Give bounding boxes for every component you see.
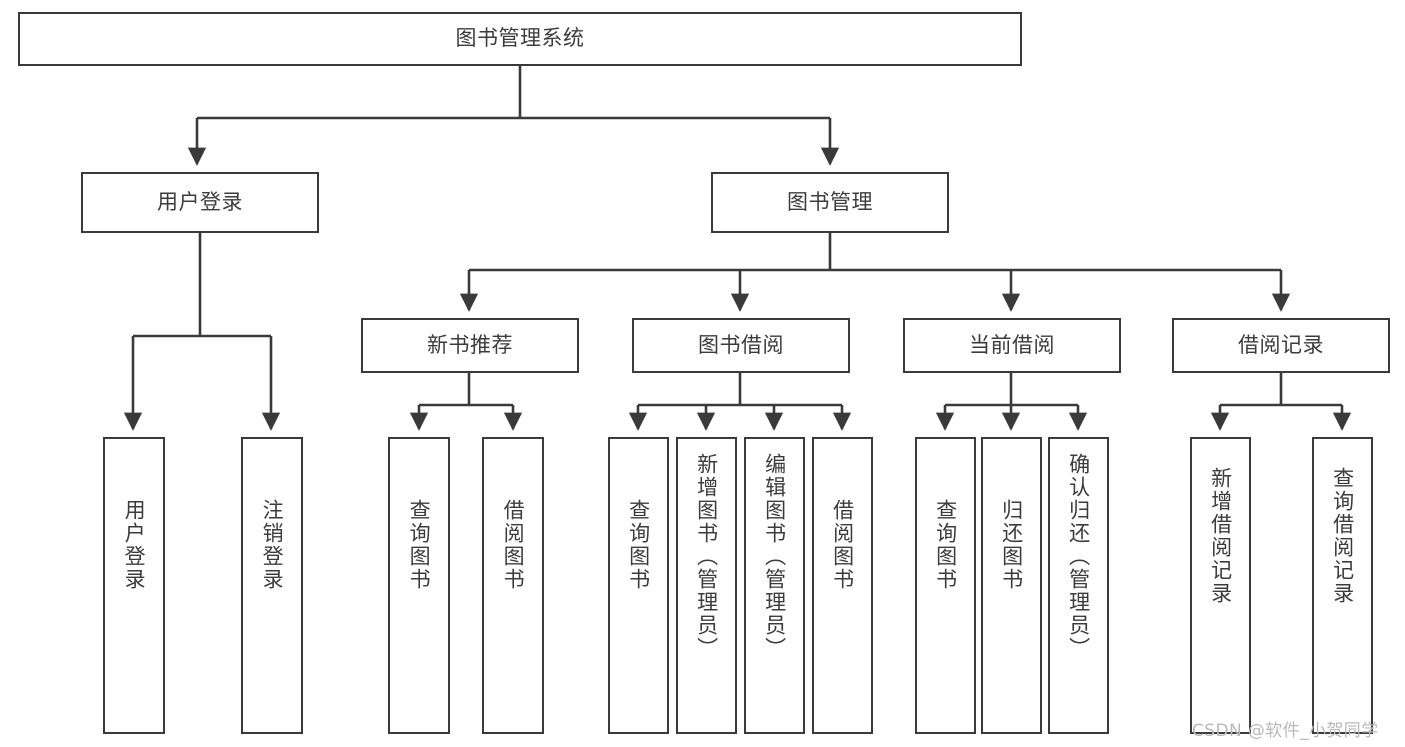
leaf-node-label: 注销登录 — [260, 499, 285, 591]
leaf-node-logout[interactable]: 注销登录 — [241, 437, 303, 734]
leaf-node-add-book-admin[interactable]: 新增图书（管理员） — [676, 437, 737, 734]
leaf-node-label: 查询图书 — [933, 499, 958, 591]
node-current-borrow-label: 当前借阅 — [969, 332, 1055, 357]
node-borrow-record-label: 借阅记录 — [1238, 332, 1324, 357]
leaf-node-edit-book-admin[interactable]: 编辑图书（管理员） — [744, 437, 805, 734]
leaf-node-label: 查询借阅记录 — [1330, 467, 1355, 605]
leaf-node-confirm-return-admin[interactable]: 确认归还（管理员） — [1048, 437, 1109, 734]
node-new-book-recommend-label: 新书推荐 — [427, 332, 513, 357]
leaf-node-label: 用户登录 — [122, 499, 147, 591]
node-book-borrow[interactable]: 图书借阅 — [632, 318, 850, 373]
leaf-node-add-borrow-record[interactable]: 新增借阅记录 — [1190, 437, 1251, 734]
node-current-borrow[interactable]: 当前借阅 — [903, 318, 1121, 373]
leaf-node-label: 编辑图书（管理员） — [762, 453, 787, 660]
leaf-node-query-book-rec[interactable]: 查询图书 — [388, 437, 450, 734]
leaf-node-label: 确认归还（管理员） — [1066, 453, 1091, 660]
leaf-node-borrow-book[interactable]: 借阅图书 — [812, 437, 873, 734]
node-book-management-label: 图书管理 — [787, 189, 873, 214]
leaf-node-borrow-book-rec[interactable]: 借阅图书 — [482, 437, 544, 734]
leaf-node-label: 新增图书（管理员） — [694, 453, 719, 660]
leaf-node-label: 归还图书 — [999, 499, 1024, 591]
node-root-label: 图书管理系统 — [455, 26, 585, 51]
node-book-borrow-label: 图书借阅 — [698, 332, 784, 357]
csdn-watermark: CSDN @软件_小贺同学 — [1192, 721, 1379, 741]
node-book-management[interactable]: 图书管理 — [711, 172, 949, 233]
leaf-node-query-book-current[interactable]: 查询图书 — [915, 437, 976, 734]
leaf-node-label: 借阅图书 — [501, 499, 526, 591]
leaf-node-label: 借阅图书 — [830, 499, 855, 591]
leaf-node-label: 查询图书 — [626, 499, 651, 591]
leaf-node-label: 新增借阅记录 — [1208, 467, 1233, 605]
leaf-node-query-book-borrow[interactable]: 查询图书 — [608, 437, 669, 734]
leaf-node-label: 查询图书 — [407, 499, 432, 591]
leaf-node-query-borrow-record[interactable]: 查询借阅记录 — [1312, 437, 1373, 734]
node-borrow-record[interactable]: 借阅记录 — [1172, 318, 1390, 373]
leaf-node-user-login[interactable]: 用户登录 — [103, 437, 165, 734]
node-user-login-label: 用户登录 — [157, 189, 243, 214]
node-new-book-recommend[interactable]: 新书推荐 — [361, 318, 579, 373]
node-user-login[interactable]: 用户登录 — [81, 172, 319, 233]
node-root-system[interactable]: 图书管理系统 — [18, 12, 1022, 66]
leaf-node-return-book[interactable]: 归还图书 — [981, 437, 1042, 734]
